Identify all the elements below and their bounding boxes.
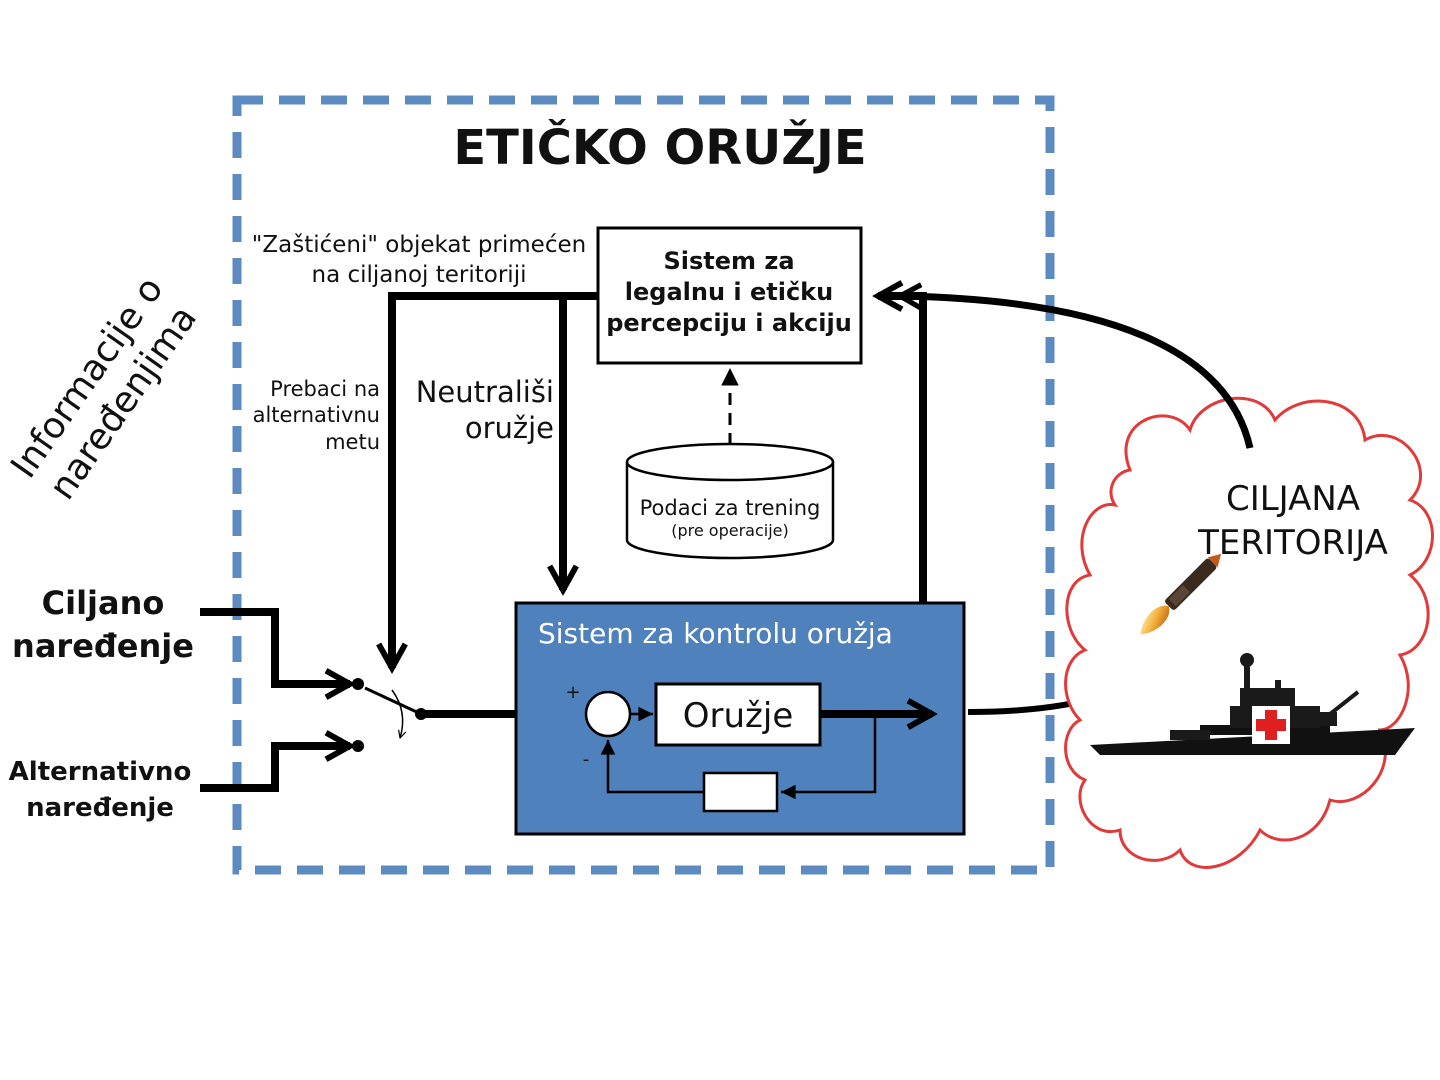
- territory-to-ethics-arc: [900, 296, 1254, 449]
- ethics-box-line-2: legalnu i etičku: [625, 278, 833, 306]
- alternative-order-wire: [200, 746, 350, 792]
- control-feedback-wire: [878, 296, 927, 603]
- switch-blade: [364, 686, 422, 716]
- summing-junction: [584, 690, 632, 738]
- alternative-order-label-2: naređenje: [26, 793, 174, 823]
- summing-plus-sign: +: [565, 682, 580, 703]
- target-territory-cloud: [1064, 396, 1434, 869]
- missile-icon: [1140, 553, 1222, 635]
- neutralize-line-2: oružje: [465, 411, 554, 445]
- weapon-block: [654, 682, 822, 747]
- training-data-cylinder: [625, 442, 835, 560]
- summing-minus-sign: -: [583, 749, 590, 770]
- ethics-box-line-3: percepciju i akciju: [606, 309, 852, 337]
- switch-target-line-2: alternativnu: [253, 403, 380, 427]
- weapon-control-title: Sistem za kontrolu oružja: [538, 617, 893, 650]
- training-data-sublabel: (pre operacije): [671, 521, 789, 540]
- alternative-order-label-1: Alternativno: [9, 757, 192, 787]
- targeted-order-label-1: Ciljano: [42, 584, 165, 622]
- training-data-label: Podaci za trening: [640, 496, 821, 520]
- switch-target-wire: [392, 292, 598, 668]
- switch-rotation-arrow: [391, 689, 403, 738]
- protected-object-line-2: na ciljanoj teritoriji: [312, 262, 527, 288]
- ethics-perception-box: [596, 226, 863, 365]
- red-cross-icon: [1252, 706, 1290, 744]
- targeted-order-label-2: naređenje: [12, 627, 194, 665]
- switch-contact-top: [352, 678, 364, 690]
- inner-feedback-loop: [781, 714, 877, 800]
- targeted-order-wire: [200, 608, 350, 684]
- target-territory-line-2: TERITORIJA: [1197, 523, 1388, 563]
- switch-target-line-3: metu: [325, 430, 380, 454]
- weapon-block-label: Oružje: [683, 696, 794, 736]
- ethical-weapon-frame: [232, 95, 1055, 875]
- neutralize-line-1: Neutrališi: [416, 375, 554, 409]
- diagram-title: ETIČKO ORUŽJE: [453, 119, 866, 176]
- switch-target-line-1: Prebaci na: [270, 377, 380, 401]
- orders-info-label: Informacije o naređenjima: [3, 270, 205, 507]
- protected-object-line-1: "Zaštićeni" objekat primećen: [252, 232, 586, 258]
- feedback-block: [702, 771, 779, 813]
- switch-contact-bottom: [352, 740, 364, 752]
- feedback-to-junction: [600, 740, 704, 794]
- target-territory-line-1: CILJANA: [1226, 479, 1360, 519]
- ethics-box-line-1: Sistem za: [663, 247, 794, 275]
